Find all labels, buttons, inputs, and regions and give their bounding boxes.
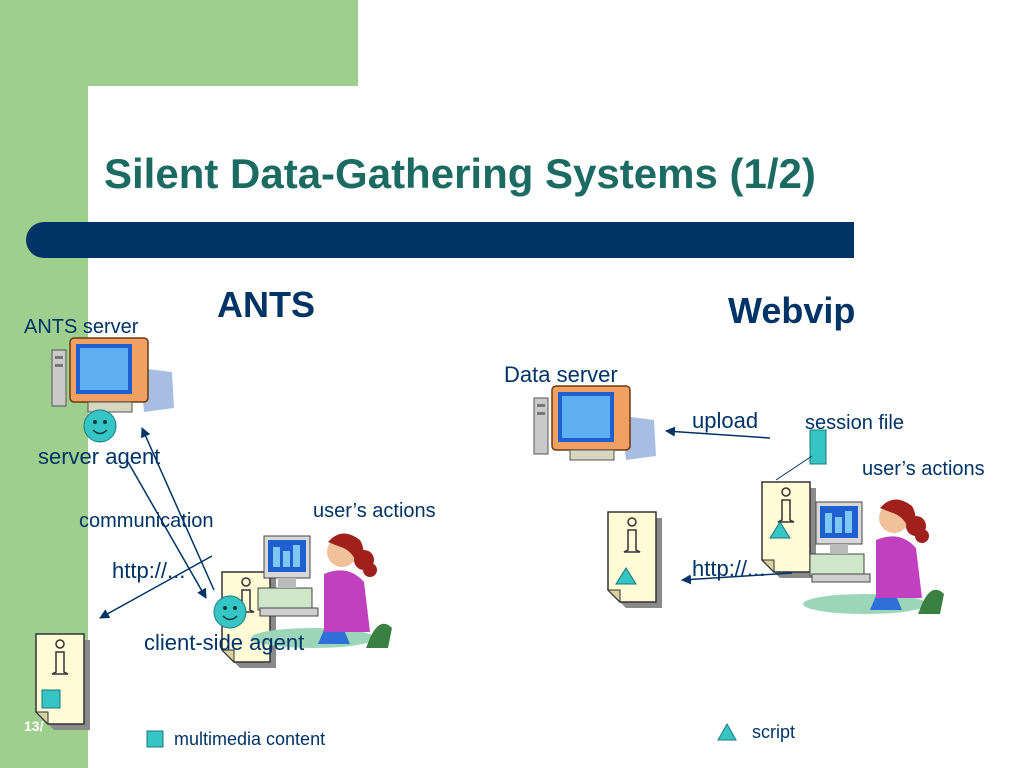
ants-heading: ANTS [217, 284, 315, 325]
server-agent-label: server agent [38, 444, 161, 469]
webvip-http-arrow [681, 572, 793, 585]
data-server-label: Data server [504, 362, 618, 387]
webvip-document-script-triangle-icon [615, 567, 637, 585]
ants-document-icon [35, 633, 91, 731]
session-file-connector [775, 455, 813, 481]
slide-title: Silent Data-Gathering Systems (1/2) [104, 150, 816, 197]
client-side-agent-label: client-side agent [144, 630, 305, 655]
webvip-heading: Webvip [728, 290, 856, 331]
title-underline-bar [26, 222, 854, 258]
top-panel [88, 0, 358, 86]
server-agent-smiley-icon [83, 409, 117, 443]
webvip-document-icon [607, 511, 663, 609]
legend-multimedia-square-icon [146, 730, 164, 748]
user-document-icon [761, 481, 817, 579]
webvip-http-label: http://... [692, 556, 766, 581]
webvip-user-at-desk-icon [802, 498, 945, 615]
page-number: 13/ [24, 718, 44, 734]
upload-label: upload [692, 408, 759, 433]
client-agent-smiley-icon [213, 595, 247, 629]
legend-script-label: script [752, 722, 796, 742]
upload-arrow [665, 426, 771, 439]
legend-script-triangle-icon [717, 722, 737, 741]
legend-multimedia-label: multimedia content [174, 729, 326, 749]
communication-arrow-down [127, 461, 207, 599]
data-server-computer-icon [533, 385, 657, 461]
communication-label: communication [79, 510, 214, 532]
ants-server-label: ANTS server [24, 316, 139, 338]
communication-arrow-up [141, 427, 215, 591]
session-file-label: session file [805, 412, 904, 434]
session-file-icon [809, 429, 827, 465]
ants-document-multimedia-square-icon [41, 689, 61, 709]
user-document-script-triangle-icon [769, 521, 791, 539]
ants-http-arrow [99, 555, 213, 619]
webvip-users-actions-label: user’s actions [862, 458, 985, 480]
ants-users-actions-label: user’s actions [313, 500, 436, 522]
ants-http-label: http://... [112, 558, 186, 583]
ants-server-computer-icon [51, 337, 175, 413]
